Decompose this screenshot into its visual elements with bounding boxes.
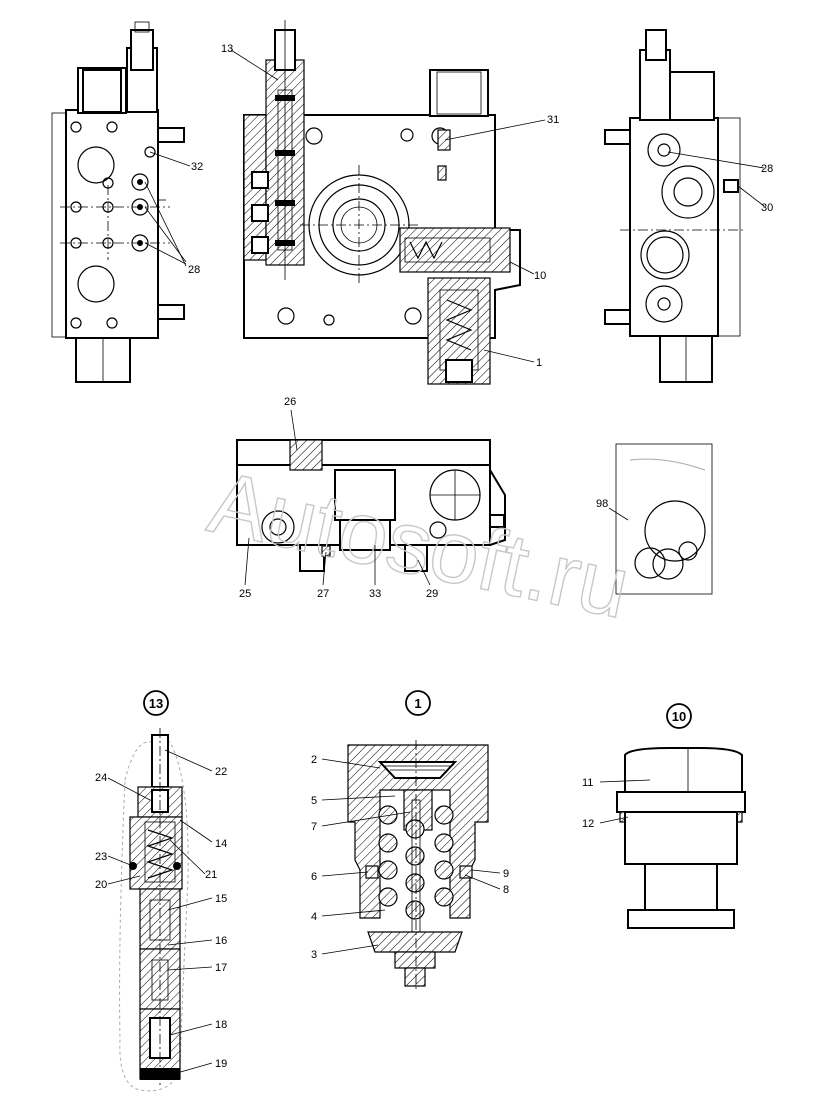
detail-13-spool-assembly (119, 728, 189, 1092)
label-33: 33 (369, 588, 381, 600)
label-22: 22 (215, 766, 227, 778)
label-16: 16 (215, 935, 227, 947)
detail-1-relief-valve (347, 740, 489, 990)
valve-bottom-view (236, 439, 506, 572)
callout-10: 10 (666, 703, 692, 729)
callout-1: 1 (405, 690, 431, 716)
label-8: 8 (503, 884, 509, 896)
valve-left-side-view (51, 21, 185, 383)
callout-10-text: 10 (672, 709, 686, 724)
label-7: 7 (311, 821, 317, 833)
label-9: 9 (503, 868, 509, 880)
label-4: 4 (311, 911, 317, 923)
label-3: 3 (311, 949, 317, 961)
label-30: 30 (761, 202, 773, 214)
valve-section-view (243, 20, 521, 385)
label-27: 27 (317, 588, 329, 600)
label-15: 15 (215, 893, 227, 905)
label-98: 98 (596, 498, 608, 510)
callout-13-text: 13 (149, 696, 163, 711)
label-23: 23 (95, 851, 107, 863)
label-10: 10 (534, 270, 546, 282)
label-11: 11 (582, 777, 593, 789)
valve-right-side-view (604, 29, 745, 383)
detail-callouts: 13 1 10 (143, 690, 692, 729)
label-24: 24 (95, 772, 107, 784)
callout-13: 13 (143, 690, 169, 716)
part-labels: 13 31 32 28 28 30 10 1 26 25 27 33 29 98… (95, 43, 773, 1070)
label-29: 29 (426, 588, 438, 600)
label-12: 12 (582, 818, 594, 830)
seal-kit-98 (615, 443, 713, 595)
callout-1-text: 1 (414, 696, 421, 711)
label-5: 5 (311, 795, 317, 807)
label-20: 20 (95, 879, 107, 891)
label-28-left: 28 (188, 264, 200, 276)
label-13: 13 (221, 43, 233, 55)
label-25: 25 (239, 588, 251, 600)
leader-lines (107, 49, 765, 1076)
label-6: 6 (311, 871, 317, 883)
label-32: 32 (191, 161, 203, 173)
label-2: 2 (311, 754, 317, 766)
label-18: 18 (215, 1019, 227, 1031)
label-19: 19 (215, 1058, 227, 1070)
label-21: 21 (205, 869, 217, 881)
label-1: 1 (536, 357, 542, 369)
label-28-right: 28 (761, 163, 773, 175)
spring-coils (378, 805, 454, 920)
spool-rings (275, 95, 295, 246)
label-26: 26 (284, 396, 296, 408)
label-14: 14 (215, 838, 227, 850)
detail-10-plug (616, 747, 746, 929)
label-31: 31 (547, 114, 559, 126)
label-17: 17 (215, 962, 227, 974)
